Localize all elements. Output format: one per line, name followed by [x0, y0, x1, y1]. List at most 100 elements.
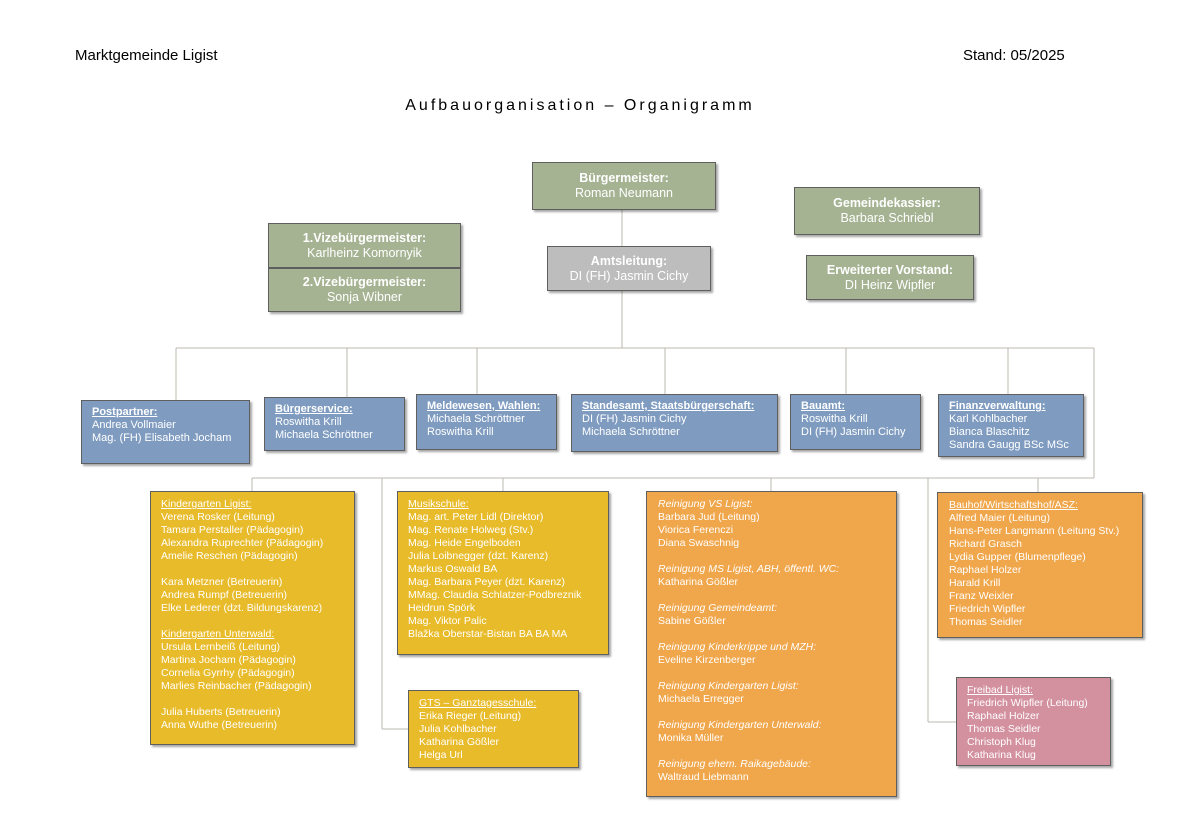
staff-line: Katharina Gößler	[419, 736, 499, 748]
municipality-name: Marktgemeinde Ligist	[75, 47, 218, 64]
treasurer-name: Barbara Schriebl	[840, 211, 934, 225]
dept-finanzverwaltung: Finanzverwaltung: Karl Kohlbacher Bianca…	[938, 394, 1084, 457]
staff-line: Raphael Holzer	[949, 564, 1022, 576]
staff-line: Alfred Maier (Leitung)	[949, 512, 1050, 524]
gts-box: GTS – Ganztagesschule: Erika Rieger (Lei…	[408, 690, 579, 768]
dept-member: DI (FH) Jasmin Cichy	[582, 413, 687, 425]
mayor-title: Bürgermeister:	[579, 171, 669, 185]
staff-line: Andrea Rumpf (Betreuerin)	[161, 589, 288, 601]
mayor-name: Roman Neumann	[575, 186, 673, 200]
staff-line: Cornelia Gyrrhy (Pädagogin)	[161, 667, 295, 679]
extended-board-name: DI Heinz Wipfler	[844, 277, 936, 292]
vice-mayor-1-title: 1.Vizebürgermeister:	[302, 230, 427, 245]
dept-buergerservice: Bürgerservice: Roswitha Krill Michaela S…	[264, 397, 405, 451]
staff-line: Diana Swaschnig	[658, 537, 740, 549]
staff-line: Amelie Reschen (Pädagogin)	[161, 550, 298, 562]
staff-line: MMag. Claudia Schlatzer-Podbreznik	[408, 589, 582, 601]
dept-member: Mag. (FH) Elisabeth Jocham	[92, 432, 232, 444]
staff-line: Verena Rosker (Leitung)	[161, 511, 275, 523]
freibad-title: Freibad Ligist:	[967, 684, 1033, 696]
staff-line: Lydia Gupper (Blumenpflege)	[949, 551, 1086, 563]
dept-title: Postpartner:	[92, 406, 158, 418]
staff-line: Katharina Klug	[967, 749, 1036, 761]
dept-member: Michaela Schröttner	[582, 426, 680, 438]
freibad-box: Freibad Ligist: Friedrich Wipfler (Leitu…	[956, 677, 1111, 766]
office-head-name: DI (FH) Jasmin Cichy	[569, 268, 689, 283]
reinigung-title: Reinigung ehem. Raikagebäude:	[658, 758, 811, 770]
staff-line: Harald Krill	[949, 577, 1001, 589]
dept-meldewesen: Meldewesen, Wahlen: Michaela Schröttner …	[416, 394, 557, 450]
dept-bauamt: Bauamt: Roswitha Krill DI (FH) Jasmin Ci…	[790, 394, 921, 450]
kindergarten-ligist-title: Kindergarten Ligist:	[161, 498, 252, 510]
dept-member: Michaela Schröttner	[427, 413, 525, 425]
staff-line: Christoph Klug	[967, 736, 1036, 748]
staff-line: Ursula Lernbeiß (Leitung)	[161, 641, 281, 653]
chart-title: Aufbauorganisation – Organigramm	[405, 97, 755, 114]
staff-line: Mag. Renate Holweg (Stv.)	[408, 524, 534, 536]
staff-line: Raphael Holzer	[967, 710, 1040, 722]
staff-line: Friedrich Wipfler	[949, 603, 1026, 615]
staff-line: Sabine Gößler	[658, 615, 726, 627]
staff-line: Elke Lederer (dzt. Bildungskarenz)	[161, 602, 323, 614]
bauhof-box: Bauhof/Wirtschaftshof/ASZ: Alfred Maier …	[937, 492, 1143, 638]
staff-line: Martina Jocham (Pädagogin)	[161, 654, 296, 666]
staff-line: Blažka Oberstar-Bistan BA BA MA	[408, 628, 568, 640]
staff-line: Richard Grasch	[949, 538, 1022, 550]
staff-line: Michaela Erregger	[658, 693, 744, 705]
office-head-box: Amtsleitung: DI (FH) Jasmin Cichy	[547, 246, 711, 291]
reinigung-title: Reinigung VS Ligist:	[658, 498, 753, 510]
staff-line: Mag. art. Peter Lidl (Direktor)	[408, 511, 544, 523]
staff-line: Markus Oswald BA	[408, 563, 498, 575]
staff-line: Waltraud Liebmann	[658, 771, 749, 783]
dept-postpartner: Postpartner: Andrea Vollmaier Mag. (FH) …	[81, 400, 250, 464]
musikschule-title: Musikschule:	[408, 498, 469, 510]
kindergarten-box: Kindergarten Ligist: Verena Rosker (Leit…	[150, 491, 355, 745]
mayor-box: Bürgermeister: Roman Neumann	[532, 162, 716, 210]
vice-mayor-2-title: 2.Vizebürgermeister:	[302, 275, 427, 289]
reinigung-title: Reinigung Kindergarten Ligist:	[658, 680, 799, 692]
staff-line: Barbara Jud (Leitung)	[658, 511, 760, 523]
staff-line: Mag. Viktor Palic	[408, 615, 487, 627]
reinigung-title: Reinigung MS Ligist, ABH, öffentl. WC:	[658, 563, 840, 575]
staff-line: Erika Rieger (Leitung)	[419, 710, 522, 722]
dept-member: Roswitha Krill	[427, 426, 494, 438]
bauhof-title: Bauhof/Wirtschaftshof/ASZ:	[949, 499, 1078, 511]
reinigung-box: Reinigung VS Ligist: Barbara Jud (Leitun…	[646, 491, 897, 797]
staff-line: Heidrun Spörk	[408, 602, 476, 614]
dept-member: Roswitha Krill	[801, 413, 868, 425]
treasurer-box: Gemeindekassier: Barbara Schriebl	[794, 187, 980, 235]
dept-title: Meldewesen, Wahlen:	[427, 400, 541, 412]
staff-line: Franz Weixler	[949, 590, 1014, 602]
staff-line: Katharina Gößler	[658, 576, 738, 588]
extended-board-title: Erweiterter Vorstand:	[826, 262, 954, 277]
vice-mayor-2-name: Sonja Wibner	[326, 290, 403, 304]
version-date: Stand: 05/2025	[963, 47, 1065, 64]
staff-line: Julia Kohlbacher	[419, 723, 497, 735]
dept-member: Andrea Vollmaier	[92, 419, 176, 431]
vice-mayor-1-name: Karlheinz Komornyik	[307, 245, 422, 260]
extended-board-box: Erweiterter Vorstand: DI Heinz Wipfler	[806, 255, 974, 300]
staff-line: Helga Url	[419, 749, 463, 761]
staff-line: Viorica Ferenczi	[658, 524, 734, 536]
dept-title: Finanzverwaltung:	[949, 400, 1046, 412]
staff-line: Marlies Reinbacher (Pädagogin)	[161, 680, 312, 692]
treasurer-title: Gemeindekassier:	[833, 196, 941, 210]
office-head-title: Amtsleitung:	[590, 253, 668, 268]
dept-member: Karl Kohlbacher	[949, 413, 1028, 425]
staff-line: Monika Müller	[658, 732, 724, 744]
staff-line: Julia Loibnegger (dzt. Karenz)	[408, 550, 549, 562]
vice-mayor-2-box: 2.Vizebürgermeister: Sonja Wibner	[268, 268, 461, 312]
staff-line: Thomas Seidler	[967, 723, 1041, 735]
dept-title: Bauamt:	[801, 400, 846, 412]
dept-title: Bürgerservice:	[275, 403, 353, 415]
staff-line: Kara Metzner (Betreuerin)	[161, 576, 283, 588]
dept-title: Standesamt, Staatsbürgerschaft:	[582, 400, 755, 412]
staff-line: Alexandra Ruprechter (Pädagogin)	[161, 537, 324, 549]
vice-mayor-1-box: 1.Vizebürgermeister: Karlheinz Komornyik	[268, 223, 461, 268]
staff-line: Friedrich Wipfler (Leitung)	[967, 697, 1088, 709]
staff-line: Eveline Kirzenberger	[658, 654, 756, 666]
reinigung-title: Reinigung Gemeindeamt:	[658, 602, 778, 614]
staff-line: Tamara Perstaller (Pädagogin)	[161, 524, 304, 536]
dept-member: Roswitha Krill	[275, 416, 342, 428]
